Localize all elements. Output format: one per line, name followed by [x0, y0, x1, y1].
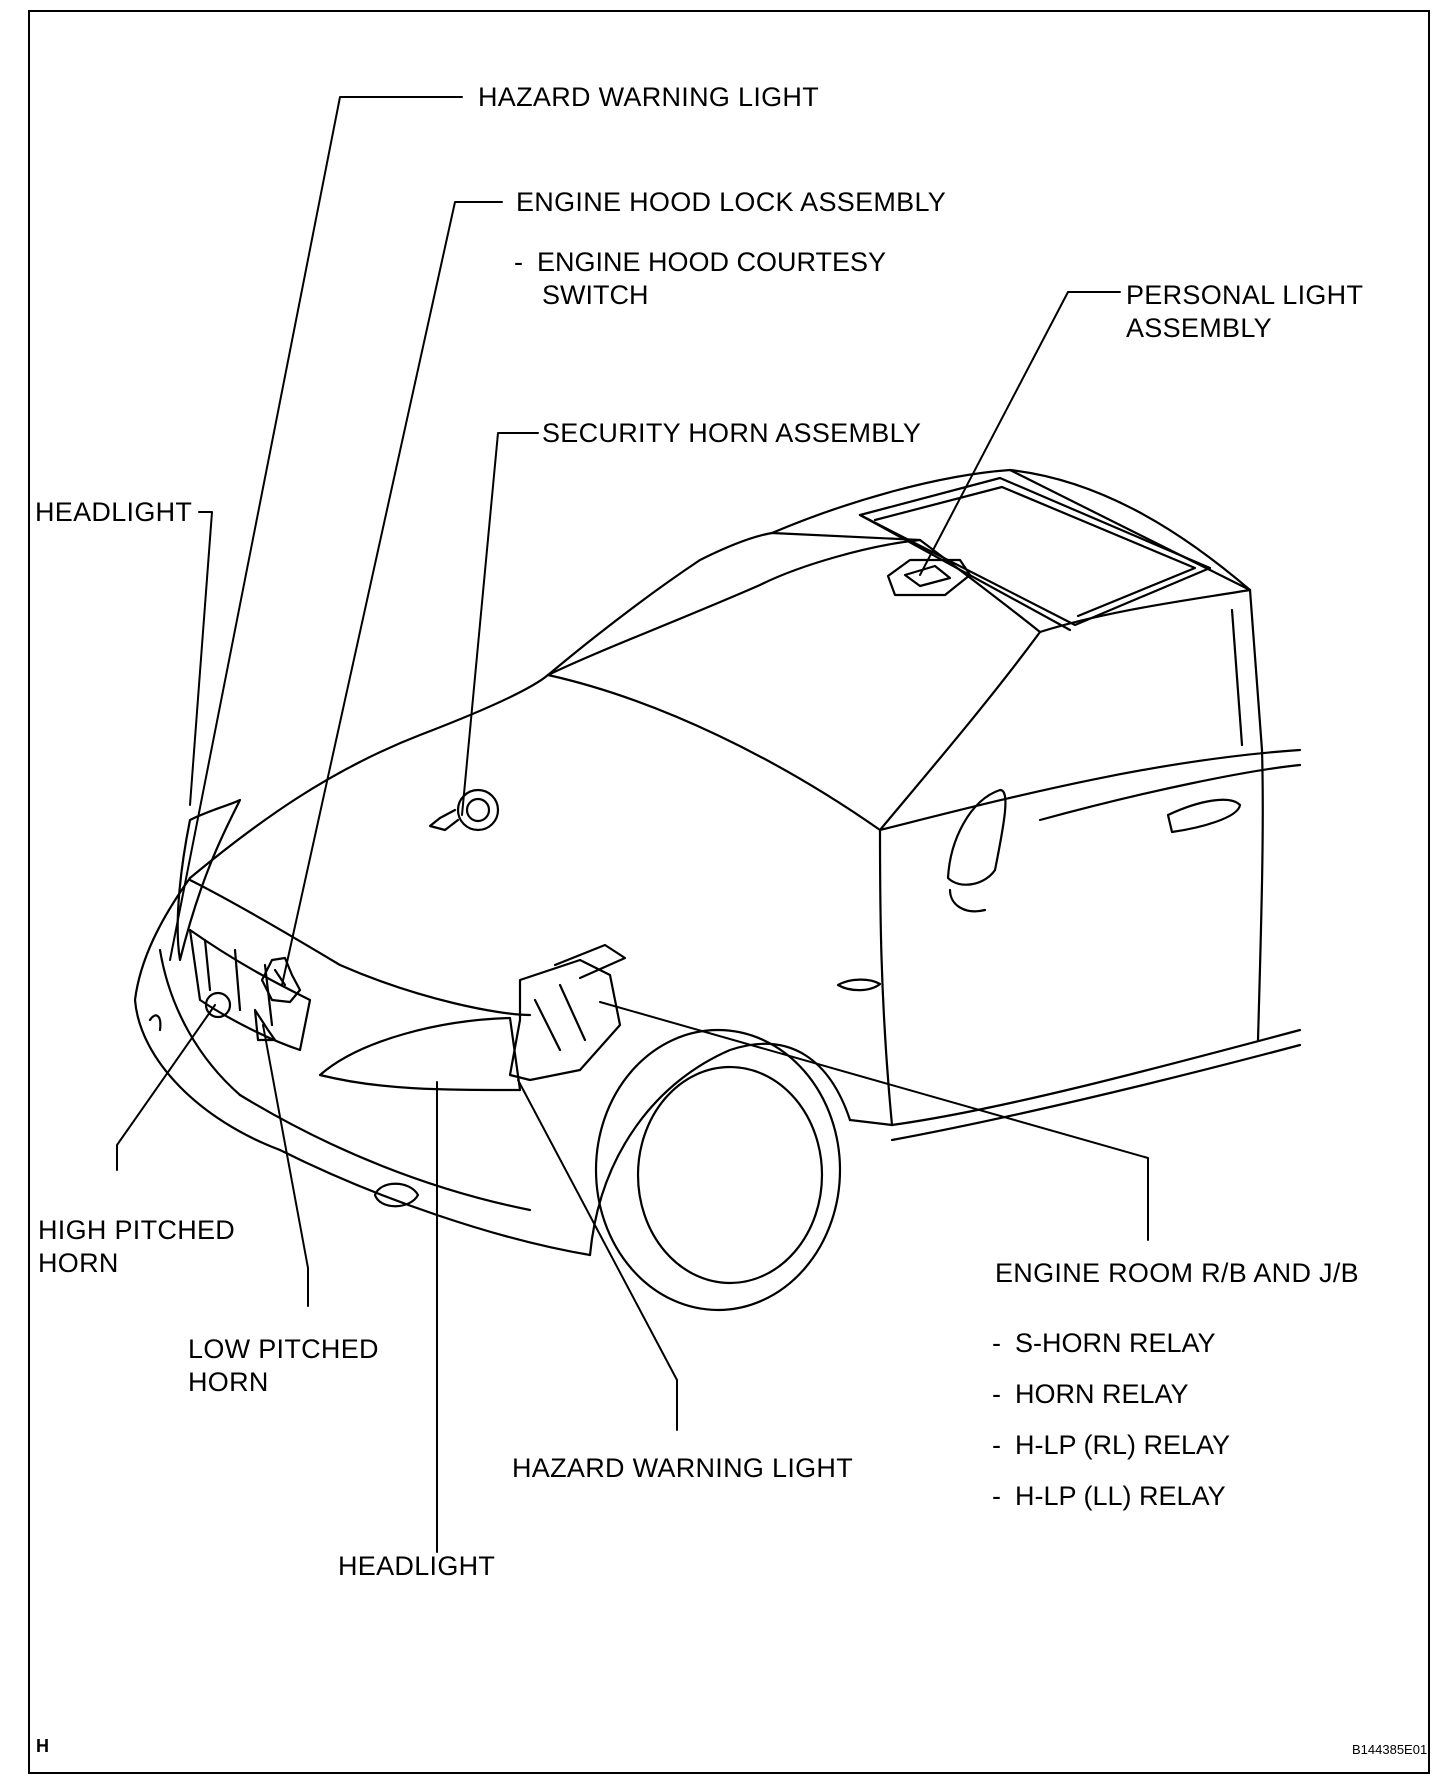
label-hazard-warning-light-bottom: HAZARD WARNING LIGHT: [512, 1453, 854, 1483]
low-horn-line1: LOW PITCHED: [188, 1334, 379, 1364]
label-engine-hood-lock-assembly: ENGINE HOOD LOCK ASSEMBLY: [516, 187, 947, 217]
relay-item: -S-HORN RELAY: [992, 1328, 1216, 1358]
high-horn-line2: HORN: [38, 1248, 119, 1278]
low-horn-line2: HORN: [188, 1367, 269, 1397]
list-dash: -: [514, 247, 523, 277]
relay-list: -S-HORN RELAY -HORN RELAY -H-LP (RL) REL…: [992, 1318, 1230, 1522]
leader-lines: [116, 96, 1149, 1553]
security-horn-icon: [428, 788, 500, 832]
relay-item: -H-LP (LL) RELAY: [992, 1481, 1226, 1511]
label-headlight-left: HEADLIGHT: [35, 497, 193, 527]
label-low-pitched-horn: LOW PITCHED HORN: [188, 1333, 379, 1399]
personal-light-icon: [886, 558, 972, 597]
relay-item: -HORN RELAY: [992, 1379, 1189, 1409]
hood-courtesy-line2: SWITCH: [542, 280, 649, 310]
label-personal-light-assembly: PERSONAL LIGHT ASSEMBLY: [1126, 279, 1363, 345]
figure-code: B144385E01: [1352, 1742, 1428, 1757]
label-headlight-bottom: HEADLIGHT: [338, 1551, 496, 1581]
relay-h-lp-rl: H-LP (RL) RELAY: [1015, 1430, 1231, 1460]
relay-item: -H-LP (RL) RELAY: [992, 1430, 1231, 1460]
car-body: [133, 468, 1302, 1312]
high-horn-line1: HIGH PITCHED: [38, 1215, 236, 1245]
relay-horn: HORN RELAY: [1015, 1379, 1189, 1409]
personal-light-line1: PERSONAL LIGHT: [1126, 280, 1364, 310]
label-hood-courtesy-switch: -ENGINE HOOD COURTESY SWITCH: [514, 246, 886, 312]
hood-courtesy-line1: ENGINE HOOD COURTESY: [537, 247, 887, 277]
high-horn-icon: [204, 991, 232, 1019]
label-high-pitched-horn: HIGH PITCHED HORN: [38, 1214, 235, 1280]
label-security-horn-assembly: SECURITY HORN ASSEMBLY: [542, 418, 922, 448]
personal-light-line2: ASSEMBLY: [1126, 313, 1272, 343]
label-hazard-warning-light-top: HAZARD WARNING LIGHT: [478, 82, 820, 112]
label-engine-room-rb-jb: ENGINE ROOM R/B AND J/B: [995, 1258, 1359, 1288]
corner-mark-h: H: [36, 1736, 49, 1756]
low-horn-icon: [253, 1008, 277, 1042]
engine-room-box-icon: [508, 943, 627, 1082]
relay-s-horn: S-HORN RELAY: [1015, 1328, 1216, 1358]
diagram-frame: [28, 10, 1430, 1774]
relay-h-lp-ll: H-LP (LL) RELAY: [1015, 1481, 1226, 1511]
